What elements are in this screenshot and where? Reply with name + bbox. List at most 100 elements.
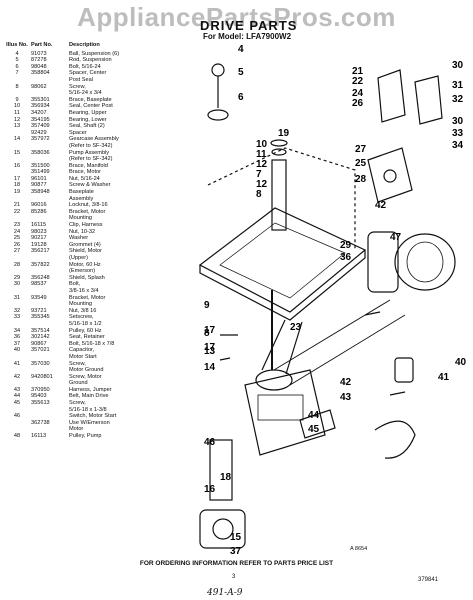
motor-start-switch-part: [209, 439, 233, 501]
part-number: [31, 354, 69, 361]
part-row: Motor Start: [3, 354, 193, 361]
part-description: Spacer: [69, 129, 87, 136]
illus-number: 19: [13, 189, 21, 196]
part-number: 356217: [31, 248, 50, 255]
part-row: Motor Ground: [3, 367, 193, 374]
illus-number: 40: [13, 347, 21, 354]
part-number: [31, 215, 69, 222]
handwritten-note: 491-A-9: [207, 588, 243, 598]
center-post-part: [271, 159, 287, 231]
part-number: [31, 90, 69, 97]
callout-label: 10: [256, 139, 268, 150]
part-number: 351499: [31, 169, 50, 176]
part-description: Use W/Emerson: [69, 419, 110, 426]
part-description: Bracket, Motor: [69, 294, 106, 301]
part-description: Seal, Shaft (2): [69, 123, 105, 130]
callout-label: 8: [256, 189, 262, 200]
part-description: Ground: [69, 380, 88, 387]
callout-label: 14: [204, 362, 216, 373]
callout-label: 6: [238, 92, 244, 103]
part-description: Post Seal: [69, 76, 93, 83]
part-description: (Upper): [69, 255, 88, 261]
part-number: 362738: [31, 419, 50, 426]
part-description: Mounting: [69, 301, 93, 308]
part-number: 19128: [31, 241, 47, 248]
part-description: Locknut, 3/8-16: [69, 202, 108, 209]
illus-number: 48: [13, 433, 21, 440]
part-number: [31, 426, 69, 433]
part-row: (Refer to SF-342): [3, 143, 193, 150]
desc-header: Description: [69, 42, 100, 48]
part-description: Belt, Main Drive: [69, 393, 109, 400]
part-row: (Refer to SF-342): [3, 156, 193, 163]
part-description: Ball, Suspension (6): [69, 50, 120, 57]
callout-label: 11: [256, 149, 267, 160]
part-number: 16115: [31, 222, 47, 229]
illus-number: [3, 169, 31, 176]
illus-number: 41: [13, 360, 21, 367]
part-description: Rod, Suspension: [69, 57, 112, 64]
illus-number: 12: [13, 116, 21, 123]
callout-label: 30: [452, 116, 464, 127]
part-row: 362738 Use W/Emerson: [3, 420, 193, 427]
motor-mount-part: [367, 147, 413, 203]
part-number: 95403: [31, 393, 47, 400]
illus-number: [3, 215, 31, 222]
part-row: Motor: [3, 426, 193, 433]
illus-number: 9: [15, 96, 19, 103]
illus-number: [3, 321, 31, 328]
callout-label: 29: [340, 240, 352, 251]
callout-label: 25: [355, 158, 367, 169]
callout-label: 40: [455, 357, 467, 368]
page-title: DRIVE PARTS: [200, 18, 298, 33]
part-description: 5/16-24 x 3/4: [69, 90, 102, 97]
part-number: 98023: [31, 228, 47, 235]
illus-number: 21: [13, 202, 21, 209]
illus-number: 17: [13, 175, 21, 182]
illus-number: 4: [15, 50, 19, 57]
illus-number: 36: [13, 334, 21, 341]
splash-shield-part: [207, 147, 356, 250]
illus-number: 24: [13, 228, 21, 235]
part-number: 93549: [31, 294, 47, 301]
illus-number: 42: [13, 373, 21, 380]
callout-label: 21: [352, 66, 364, 77]
callout-label: 24: [352, 88, 364, 99]
part-row: 5/16-24 x 3/4: [3, 90, 193, 97]
illus-number: 15: [13, 149, 21, 156]
part-description: Motor: [69, 426, 84, 433]
callout-label: 23: [290, 322, 302, 333]
part-number: 355613: [31, 400, 50, 407]
exploded-diagram: 4561910111271289171314161846153721222426…: [198, 44, 467, 557]
callout-label: 7: [256, 169, 262, 180]
illus-number: [3, 77, 31, 84]
illus-number: 16: [13, 162, 21, 169]
part-description: Gearcase Assembly: [69, 136, 119, 143]
motor-bracket-part: [377, 69, 406, 123]
part-description: (Refer to SF-342): [69, 142, 113, 149]
callout-label: 32: [452, 94, 464, 105]
part-number: 34207: [31, 109, 47, 116]
part-number: 358948: [31, 189, 50, 196]
part-description: Screw,: [69, 400, 86, 407]
part-description: Spacer, Center: [69, 70, 107, 77]
part-number: 302142: [31, 334, 50, 341]
part-description: Motor Start: [69, 353, 97, 360]
part-description: Seal, Center Post: [69, 103, 113, 110]
callout-label: 9: [204, 300, 210, 311]
